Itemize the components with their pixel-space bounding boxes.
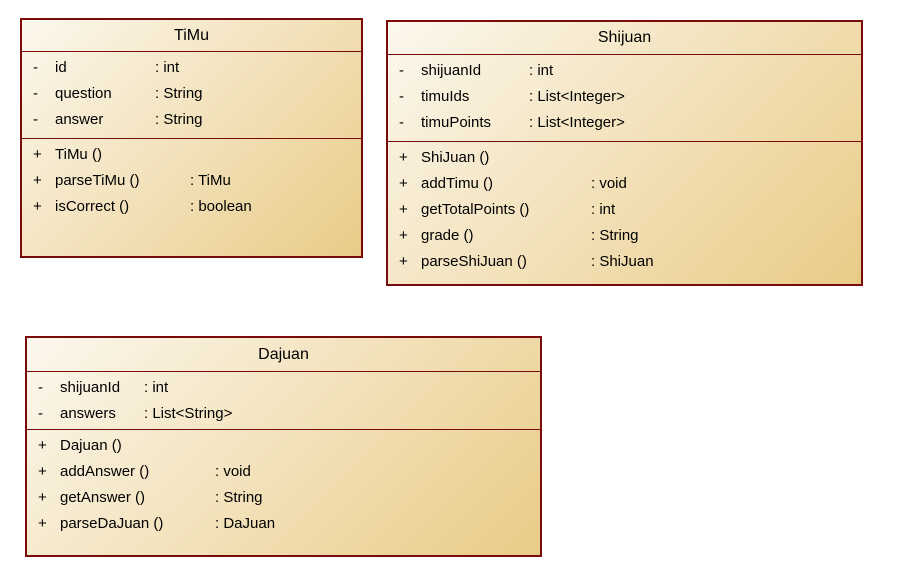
method-row: + addTimu () : void — [388, 171, 861, 197]
method-return-type: : String — [591, 227, 639, 244]
attribute-type: : int — [144, 379, 169, 396]
method-return-type — [190, 142, 361, 168]
method-row: + addAnswer () : void — [27, 459, 540, 485]
method-name: grade () — [421, 227, 474, 244]
attribute-row: - answers : List<String> — [27, 401, 540, 427]
visibility-sign: - — [399, 62, 404, 79]
title-compartment: TiMu — [22, 20, 361, 52]
class-title: Dajuan — [258, 345, 309, 363]
visibility-sign: + — [399, 175, 408, 192]
visibility-sign: + — [38, 515, 47, 532]
method-name: parseDaJuan () — [60, 515, 164, 532]
attribute-type: : int — [529, 62, 554, 79]
visibility-sign: + — [38, 437, 47, 454]
method-row: + parseTiMu () : TiMu — [22, 168, 361, 194]
attributes-compartment: - id : int - question : String - answer … — [22, 52, 361, 139]
method-name: ShiJuan () — [421, 149, 490, 166]
attribute-type: : int — [155, 59, 180, 76]
method-row: + getAnswer () : String — [27, 485, 540, 511]
title-compartment: Dajuan — [27, 338, 540, 372]
attributes-compartment: - shijuanId : int - timuIds : List<Integ… — [388, 55, 861, 142]
method-name: isCorrect () — [55, 198, 130, 215]
method-row: + parseShiJuan () : ShiJuan — [388, 249, 861, 275]
visibility-sign: + — [33, 172, 42, 189]
method-name: parseShiJuan () — [421, 253, 527, 270]
method-name: TiMu () — [55, 146, 102, 163]
attribute-type: : String — [155, 85, 203, 102]
method-row: + Dajuan () — [27, 433, 540, 459]
visibility-sign: + — [399, 201, 408, 218]
attribute-type: : List<Integer> — [529, 114, 625, 131]
attribute-row: - shijuanId : int — [388, 58, 861, 84]
methods-compartment: + Dajuan () + addAnswer () : void + getA… — [27, 430, 540, 555]
title-compartment: Shijuan — [388, 22, 861, 55]
method-return-type: : int — [591, 201, 616, 218]
method-row: + grade () : String — [388, 223, 861, 249]
attribute-row: - answer : String — [22, 107, 361, 133]
visibility-sign: + — [33, 198, 42, 215]
method-name: getTotalPoints () — [421, 201, 530, 218]
visibility-sign: + — [38, 489, 47, 506]
visibility-sign: - — [399, 88, 404, 105]
method-return-type: : DaJuan — [215, 515, 276, 532]
attribute-type: : List<String> — [144, 405, 233, 422]
attribute-row: - timuIds : List<Integer> — [388, 84, 861, 110]
method-return-type — [591, 145, 861, 171]
method-return-type: : boolean — [190, 198, 252, 215]
visibility-sign: - — [33, 59, 38, 76]
visibility-sign: - — [399, 114, 404, 131]
method-return-type: : String — [215, 489, 263, 506]
attribute-row: - timuPoints : List<Integer> — [388, 110, 861, 136]
class-title: TiMu — [174, 26, 209, 44]
visibility-sign: + — [38, 463, 47, 480]
attribute-type: : List<Integer> — [529, 88, 625, 105]
class-title: Shijuan — [597, 29, 652, 46]
methods-compartment: + TiMu () + parseTiMu () : TiMu + isCorr… — [22, 139, 361, 256]
attributes-compartment: - shijuanId : int - answers : List<Strin… — [27, 372, 540, 430]
class-box-dajuan[interactable]: Dajuan - shijuanId : int - answers : Lis… — [25, 336, 542, 557]
visibility-sign: - — [33, 111, 38, 128]
attribute-name: timuPoints — [421, 114, 492, 131]
method-return-type: : TiMu — [190, 172, 231, 189]
attribute-type: : String — [155, 111, 203, 128]
attribute-name: id — [55, 59, 67, 76]
attribute-name: timuIds — [421, 88, 470, 105]
attribute-name: shijuanId — [421, 62, 482, 79]
method-name: addTimu () — [421, 175, 493, 192]
attribute-row: - question : String — [22, 81, 361, 107]
method-name: Dajuan () — [60, 437, 122, 454]
visibility-sign: - — [38, 405, 43, 422]
attribute-row: - shijuanId : int — [27, 375, 540, 401]
method-row: + isCorrect () : boolean — [22, 194, 361, 220]
visibility-sign: - — [38, 379, 43, 396]
method-row: + getTotalPoints () : int — [388, 197, 861, 223]
method-row: + ShiJuan () — [388, 145, 861, 171]
attribute-name: answer — [55, 111, 104, 128]
methods-compartment: + ShiJuan () + addTimu () : void + getTo… — [388, 142, 861, 284]
method-row: + TiMu () — [22, 142, 361, 168]
method-return-type — [215, 433, 540, 459]
visibility-sign: + — [399, 227, 408, 244]
method-name: parseTiMu () — [55, 172, 140, 189]
attribute-name: shijuanId — [60, 379, 121, 396]
visibility-sign: + — [399, 149, 408, 166]
visibility-sign: + — [33, 146, 42, 163]
method-name: getAnswer () — [60, 489, 146, 506]
visibility-sign: + — [399, 253, 408, 270]
class-box-timu[interactable]: TiMu - id : int - question : String - an… — [20, 18, 363, 258]
attribute-name: answers — [60, 405, 116, 422]
method-row: + parseDaJuan () : DaJuan — [27, 511, 540, 537]
method-return-type: : void — [591, 175, 627, 192]
class-box-shijuan[interactable]: Shijuan - shijuanId : int - timuIds : Li… — [386, 20, 863, 286]
method-return-type: : void — [215, 463, 251, 480]
attribute-row: - id : int — [22, 55, 361, 81]
attribute-name: question — [55, 85, 112, 102]
method-name: addAnswer () — [60, 463, 150, 480]
visibility-sign: - — [33, 85, 38, 102]
method-return-type: : ShiJuan — [591, 253, 654, 270]
